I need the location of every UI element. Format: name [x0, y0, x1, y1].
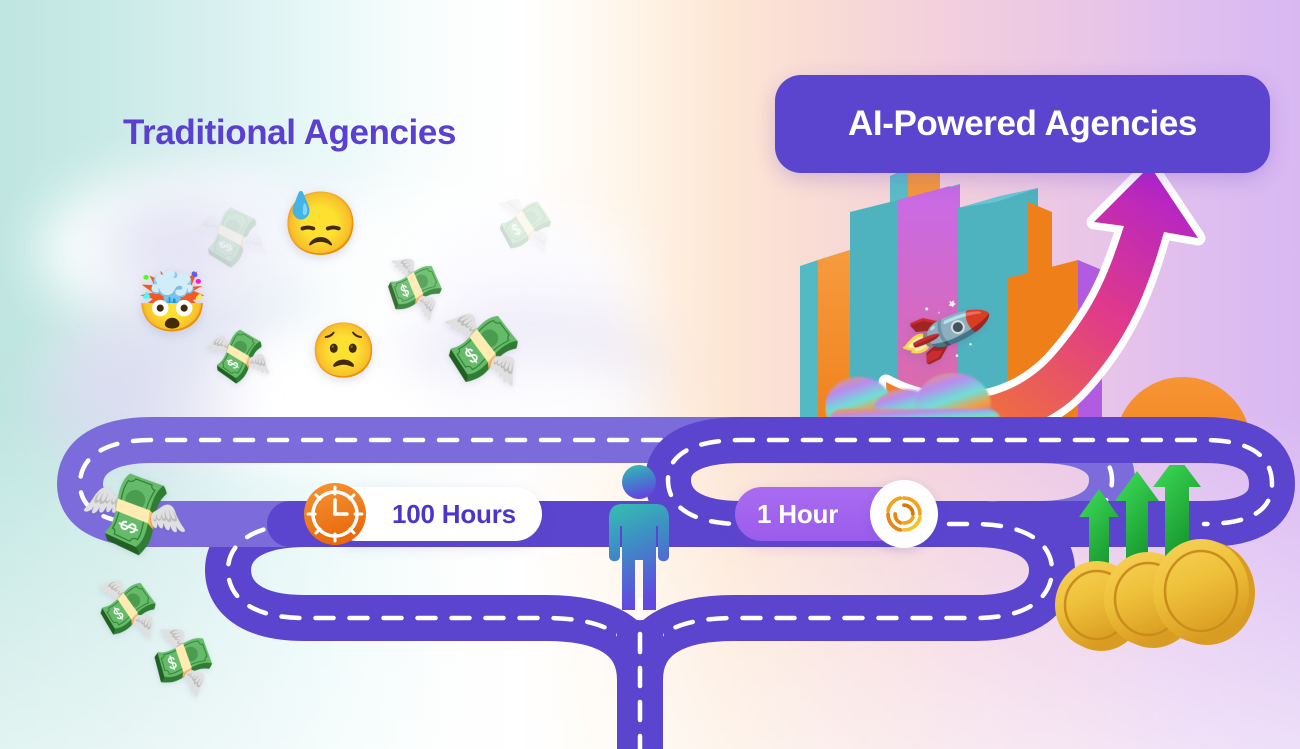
heading-ai-banner: AI-Powered Agencies	[775, 75, 1270, 173]
figure-body	[609, 504, 669, 610]
worried-face-emoji: 😟	[310, 321, 378, 381]
clock-icon	[304, 483, 366, 545]
coin	[1153, 539, 1255, 645]
badge-1-hour-label: 1 Hour	[757, 498, 839, 529]
money-with-wings-emoji: 💸	[486, 191, 560, 259]
figure-head	[622, 465, 656, 499]
skyline-bar-top	[958, 188, 1038, 208]
coin-stack-with-arrows	[1055, 465, 1255, 651]
traveler-figure	[609, 465, 669, 610]
exploding-head-emoji: 🤯	[136, 270, 209, 335]
badge-1-hour[interactable]: 1 Hour	[735, 480, 938, 548]
badge-100-hours[interactable]: 100 Hours	[304, 483, 542, 545]
green-arrow	[1079, 489, 1119, 585]
sweat-frown-emoji: 😓	[282, 190, 360, 259]
green-arrow	[1115, 471, 1159, 577]
skyline-bar	[800, 260, 818, 440]
heading-ai-label: AI-Powered Agencies	[848, 104, 1197, 143]
road-left-dashes	[77, 437, 1115, 683]
money-with-wings-emoji: 💸	[87, 573, 164, 645]
heading-traditional: Traditional Agencies	[123, 113, 457, 152]
road-right-dashes	[637, 437, 1275, 683]
badge-100-hours-label: 100 Hours	[392, 498, 516, 529]
spiral-icon	[870, 480, 938, 548]
money-with-wings-emoji: 💸	[433, 305, 528, 393]
money-with-wings-emoji: 💸	[200, 322, 275, 392]
